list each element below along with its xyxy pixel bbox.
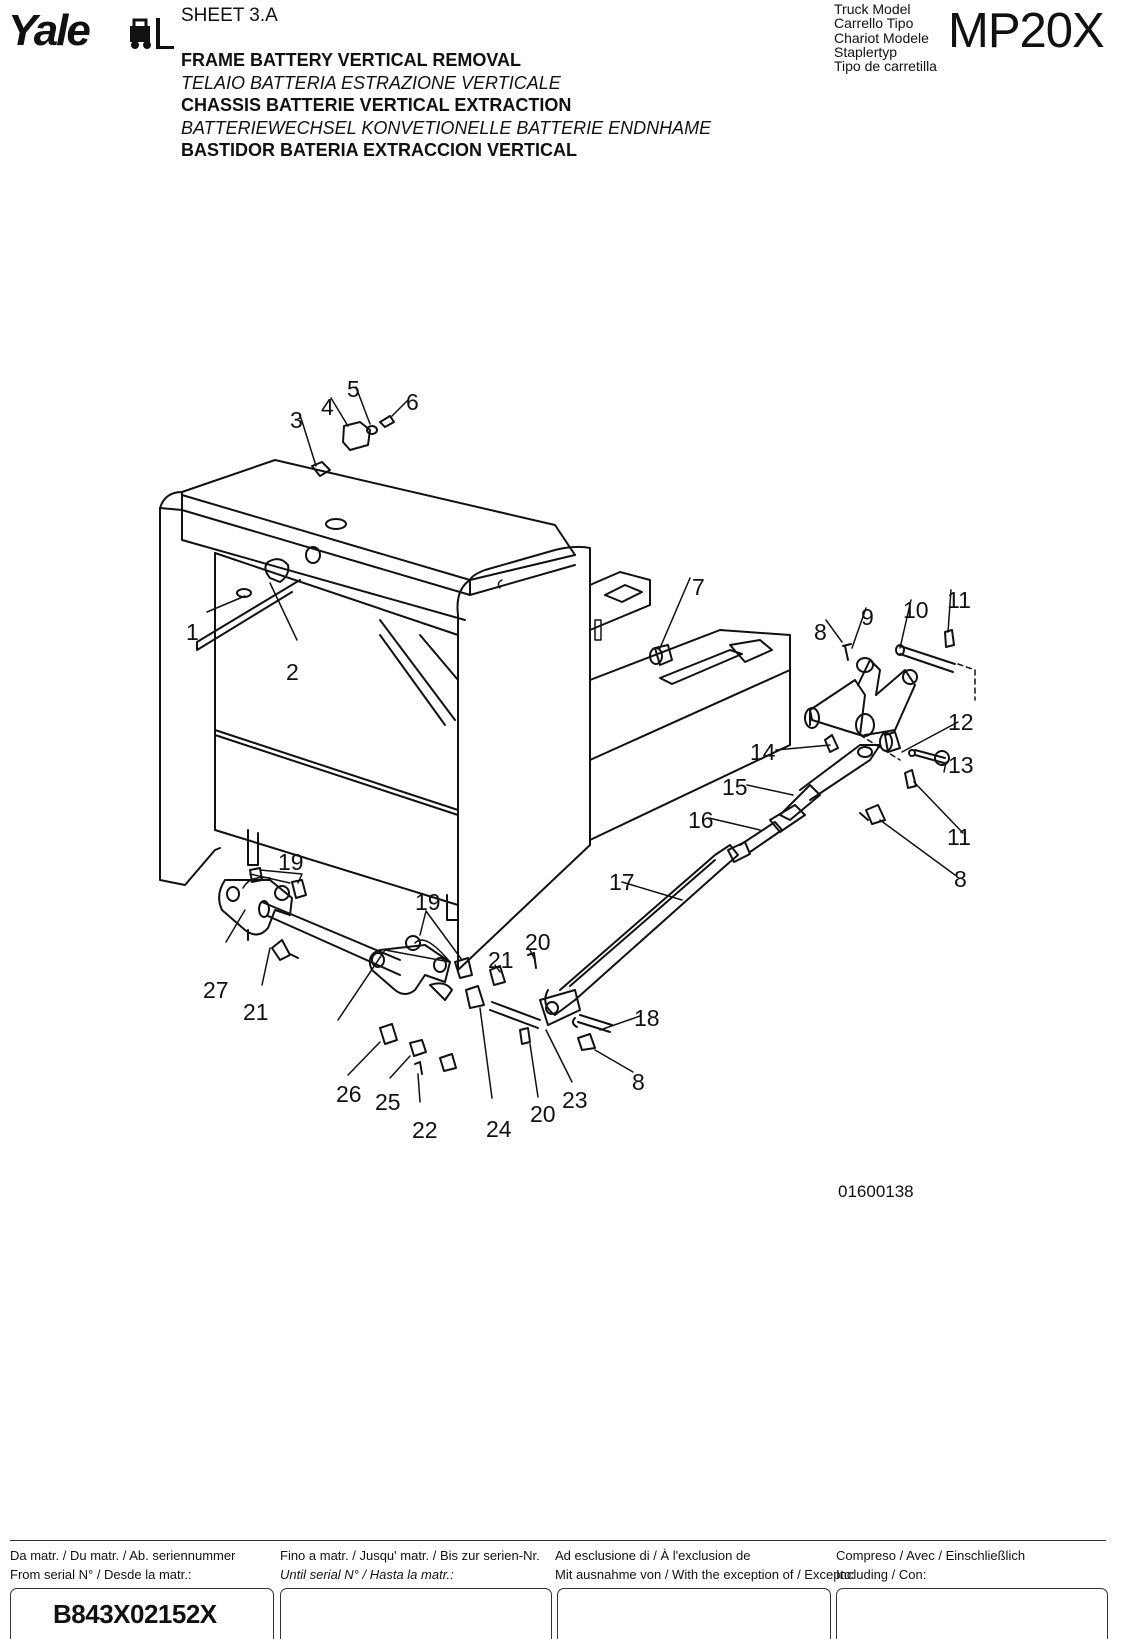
model-label-en: Truck Model [834, 1, 911, 17]
callout-8-right: 8 [954, 866, 967, 892]
callout-labels: 1 2 3 4 5 6 7 8 9 10 11 12 13 11 8 14 15… [186, 376, 974, 1143]
callout-8-top: 8 [814, 619, 827, 645]
footer-including-label-1: Compreso / Avec / Einschließlich [836, 1548, 1026, 1563]
title-fr: CHASSIS BATTERIE VERTICAL EXTRACTION [181, 95, 572, 115]
callout-26: 26 [336, 1081, 362, 1107]
drawing-reference-number: 01600138 [838, 1182, 914, 1201]
callout-18: 18 [634, 1005, 660, 1031]
serial-from-box: B843X02152X [10, 1588, 274, 1639]
footer-exception-label-2: Mit ausnahme von / With the exception of… [555, 1567, 855, 1582]
callout-12: 12 [948, 709, 974, 735]
callout-10: 10 [903, 597, 929, 623]
callout-15: 15 [722, 774, 748, 800]
callout-1: 1 [186, 619, 199, 645]
footer-exception-label-1: Ad esclusione di / À l'exclusion de [555, 1548, 751, 1563]
title-de: BATTERIEWECHSEL KONVETIONELLE BATTERIE E… [181, 117, 712, 138]
callout-3: 3 [290, 407, 303, 433]
truck-forks [589, 571, 791, 841]
callout-14: 14 [750, 739, 776, 765]
callout-20-bottom: 20 [530, 1101, 556, 1127]
exploded-parts-diagram: 1 2 3 4 5 6 7 8 9 10 11 12 13 11 8 14 15… [159, 376, 976, 1143]
callout-4: 4 [321, 394, 334, 420]
lower-linkage [218, 867, 596, 1075]
truck-model: MP20X [948, 4, 1105, 58]
callout-8-bottom: 8 [632, 1069, 645, 1095]
serial-until-box [280, 1588, 552, 1639]
callout-27: 27 [203, 977, 229, 1003]
footer-until-label-1: Fino a matr. / Jusqu' matr. / Bis zur se… [280, 1548, 540, 1563]
model-label-de: Staplertyp [834, 43, 898, 60]
callout-22: 22 [412, 1117, 438, 1143]
yale-logo: Yale [8, 6, 91, 55]
callout-21-left: 21 [243, 999, 269, 1025]
sheet-label: SHEET 3.A [181, 5, 278, 26]
footer-col-exception: Ad esclusione di / À l'exclusion de Mit … [555, 1546, 855, 1584]
callout-13: 13 [948, 752, 974, 778]
model-label-it: Carrello Tipo [834, 15, 914, 32]
footer-col-until: Fino a matr. / Jusqu' matr. / Bis zur se… [280, 1546, 540, 1584]
callout-5: 5 [347, 376, 360, 402]
callout-11-top: 11 [947, 587, 971, 613]
footer-until-label-2: Until serial N° / Hasta la matr.: [280, 1567, 454, 1582]
callout-19-left: 19 [278, 849, 304, 875]
battery-frame [159, 459, 591, 971]
footer-col-from: Da matr. / Du matr. / Ab. seriennummer F… [10, 1546, 235, 1584]
callout-19-right: 19 [415, 889, 441, 915]
callout-24: 24 [486, 1116, 512, 1142]
including-box [836, 1588, 1108, 1639]
frame-bracket-parts [236, 415, 395, 598]
serial-from-value: B843X02152X [53, 1599, 217, 1629]
callout-17: 17 [609, 869, 635, 895]
title-en: FRAME BATTERY VERTICAL REMOVAL [181, 50, 522, 70]
footer-divider [10, 1540, 1106, 1541]
connecting-rod [539, 844, 739, 1033]
forklift-logo-icon [130, 18, 174, 49]
callout-23: 23 [562, 1087, 588, 1113]
callout-6: 6 [406, 389, 419, 415]
footer-from-label-2: From serial N° / Desde la matr.: [10, 1567, 192, 1582]
footer-from-label-1: Da matr. / Du matr. / Ab. seriennummer [10, 1548, 236, 1563]
callout-21-right: 21 [488, 947, 514, 973]
model-label-block: Truck Model Carrello Tipo Chariot Modele… [834, 1, 937, 75]
model-label-es: Tipo de carretilla [834, 58, 937, 75]
callout-16: 16 [688, 807, 714, 833]
callout-2: 2 [286, 659, 299, 685]
footer-including-label-2: Including / Con: [836, 1567, 927, 1582]
title-block: FRAME BATTERY VERTICAL REMOVAL TELAIO BA… [181, 49, 711, 162]
callout-25: 25 [375, 1089, 401, 1115]
lift-linkage [649, 629, 976, 863]
callout-leaders [206, 386, 964, 1103]
callout-9: 9 [861, 604, 874, 630]
title-es: BASTIDOR BATERIA EXTRACCION VERTICAL [181, 140, 577, 160]
model-label-fr: Chariot Modele [834, 29, 929, 46]
footer-col-including: Compreso / Avec / Einschließlich Includi… [836, 1546, 1025, 1584]
exception-box [557, 1588, 831, 1639]
callout-7: 7 [692, 574, 705, 600]
callout-20-top: 20 [525, 929, 551, 955]
title-it: TELAIO BATTERIA ESTRAZIONE VERTICALE [181, 72, 561, 93]
callout-11-bottom: 11 [947, 824, 971, 850]
